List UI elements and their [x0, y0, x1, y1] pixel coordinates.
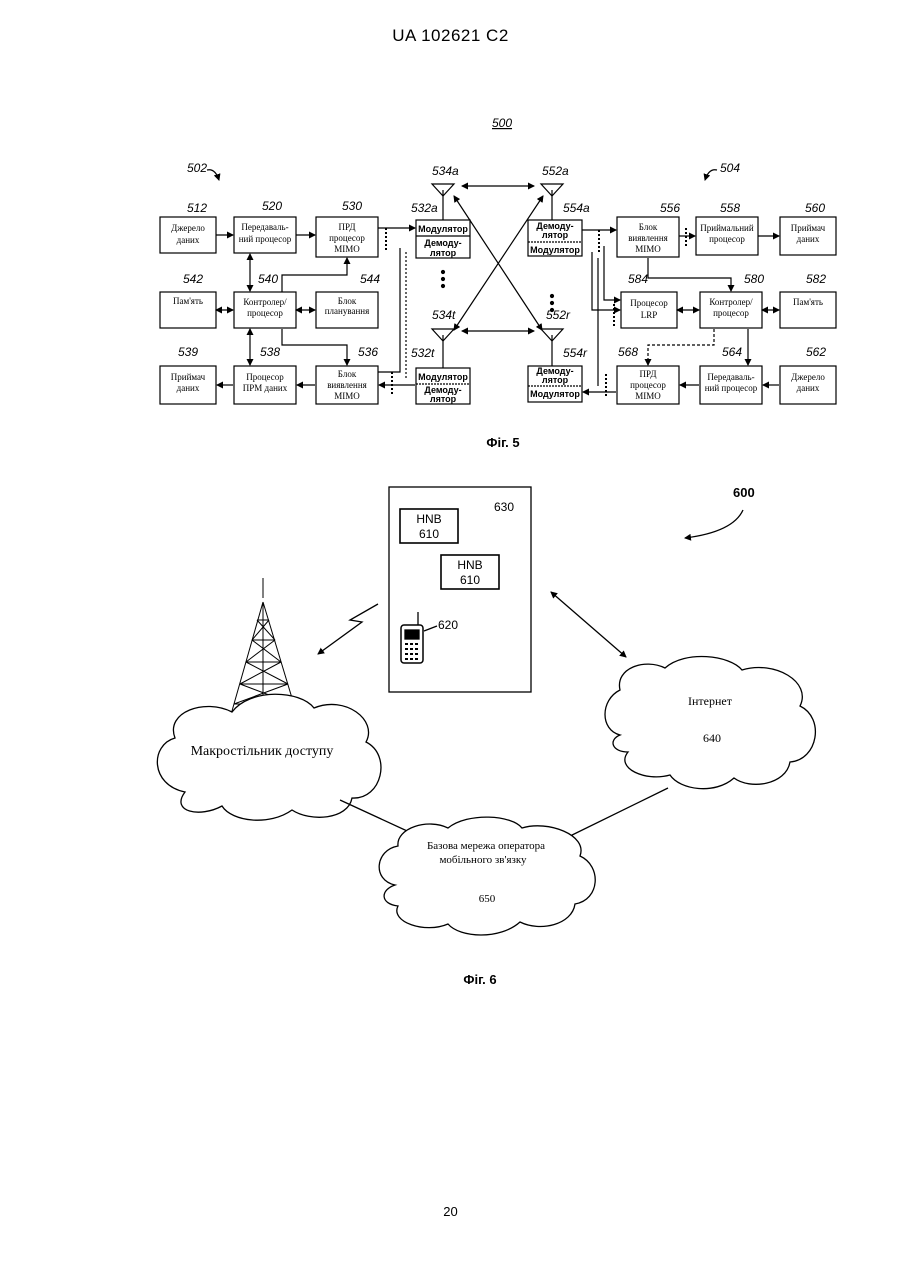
mobile-phone-icon — [401, 612, 423, 663]
diagram-label: Пам'ять — [793, 297, 823, 307]
figure-6: 630 HNB 610 HNB 610 620 600 — [157, 485, 815, 987]
diagram-label: даних — [177, 235, 200, 245]
diagram-label: 584 — [628, 272, 648, 286]
diagram-label: Передаваль- — [707, 372, 754, 382]
diagram-label: 520 — [262, 199, 282, 213]
diagram-label: Демоду- — [424, 238, 461, 248]
fig5-ref-504: 504 — [720, 161, 740, 175]
diagram-label: 552a — [542, 164, 569, 178]
diagram-label: 532a — [411, 201, 438, 215]
diagram-label: Контролер/ — [243, 297, 287, 307]
diagram-label: ПРМ даних — [243, 383, 288, 393]
diagram-label: процесор — [709, 234, 745, 244]
diagram-label: Джерело — [791, 372, 825, 382]
diagram-label: MIMO — [635, 244, 661, 254]
diagram-label: Процесор — [246, 372, 284, 382]
diagram-label: 544 — [360, 272, 380, 286]
diagram-label: 534a — [432, 164, 459, 178]
diagram-label: Блок — [639, 222, 658, 232]
diagram-label: MIMO — [334, 244, 360, 254]
diagram-label: Макростільник доступу — [191, 744, 334, 759]
diagram-label: Модулятор — [418, 224, 468, 234]
diagram-label: процесор — [247, 308, 283, 318]
diagram-label: 610 — [460, 573, 480, 587]
diagram-label: Блок — [338, 369, 357, 379]
figure-5: 500 502 504 512 Джерело даних 520 Переда… — [160, 116, 836, 450]
diagram-label: мобільного зв'язку — [439, 854, 527, 866]
diagram-label: даних — [797, 383, 820, 393]
diagram-label: Пам'ять — [173, 296, 203, 306]
diagram-label: Модулятор — [418, 372, 468, 382]
internet-cloud — [605, 656, 815, 788]
diagram-label: 610 — [419, 527, 439, 541]
diagram-label: виявлення — [628, 233, 668, 243]
diagram-label: 560 — [805, 201, 825, 215]
diagram-label: Базова мережа оператора — [427, 840, 545, 852]
diagram-label: 542 — [183, 272, 203, 286]
diagram-label: MIMO — [635, 391, 661, 401]
diagram-label: Приймальний — [700, 223, 754, 233]
diagram-label: 630 — [494, 500, 514, 514]
diagram-label: лятор — [430, 248, 457, 258]
diagram-label: 536 — [358, 345, 378, 359]
diagram-label: 600 — [733, 485, 755, 500]
diagram-label: 554r — [563, 346, 588, 360]
diagram-label: ПРД — [339, 222, 356, 232]
diagram-label: 562 — [806, 345, 826, 359]
diagram-label: виявлення — [327, 380, 367, 390]
diagram-label: HNB — [457, 558, 482, 572]
fig5-caption: Фіг. 5 — [486, 435, 519, 450]
diagram-label: ний процесор — [705, 383, 758, 393]
diagram-label: Джерело — [171, 223, 205, 233]
fig5-ref-500: 500 — [492, 116, 512, 130]
diagram-label: 539 — [178, 345, 198, 359]
diagram-label: 512 — [187, 201, 207, 215]
fig5-ref-502: 502 — [187, 161, 207, 175]
diagram-label: 554a — [563, 201, 590, 215]
diagram-label: ПРД — [640, 369, 657, 379]
diagram-label: Контролер/ — [709, 297, 753, 307]
diagram-label: Інтернет — [688, 694, 733, 708]
diagram-label: Блок — [338, 296, 357, 306]
diagram-label: Модулятор — [530, 245, 580, 255]
diagram-label: 640 — [703, 731, 721, 745]
diagram-label: 552r — [546, 308, 571, 322]
diagram-label: 534t — [432, 308, 456, 322]
fig6-caption: Фіг. 6 — [463, 972, 496, 987]
diagram-label: процесор — [630, 380, 666, 390]
diagram-label: 620 — [438, 618, 458, 632]
diagram-label: Передаваль- — [241, 222, 288, 232]
diagram-label: 532t — [411, 346, 435, 360]
diagram-label: 530 — [342, 199, 362, 213]
diagram-label: планування — [325, 306, 370, 316]
diagram-label: Приймач — [171, 372, 206, 382]
diagram-label: Приймач — [791, 223, 826, 233]
diagram-label: лятор — [542, 375, 569, 385]
diagram-label: 580 — [744, 272, 764, 286]
diagram-label: процесор — [713, 308, 749, 318]
diagram-label: Модулятор — [530, 389, 580, 399]
diagram-label: MIMO — [334, 391, 360, 401]
diagram-label: HNB — [416, 512, 441, 526]
page-number: 20 — [0, 1204, 901, 1219]
diagram-label: лятор — [430, 394, 457, 404]
diagram-label: 568 — [618, 345, 638, 359]
diagram-label: 540 — [258, 272, 278, 286]
diagram-label: 538 — [260, 345, 280, 359]
diagram-label: 650 — [479, 893, 496, 905]
diagram-label: даних — [797, 234, 820, 244]
diagram-label: лятор — [542, 230, 569, 240]
diagram-label: процесор — [329, 233, 365, 243]
diagram-label: Процесор — [630, 298, 668, 308]
core-network-cloud — [379, 817, 595, 935]
diagram-label: 564 — [722, 345, 742, 359]
diagram-label: 558 — [720, 201, 740, 215]
diagram-label: ний процесор — [239, 234, 292, 244]
diagram-label: LRP — [641, 310, 658, 320]
diagram-label: 582 — [806, 272, 826, 286]
diagram-label: даних — [177, 383, 200, 393]
diagram-label: 556 — [660, 201, 680, 215]
